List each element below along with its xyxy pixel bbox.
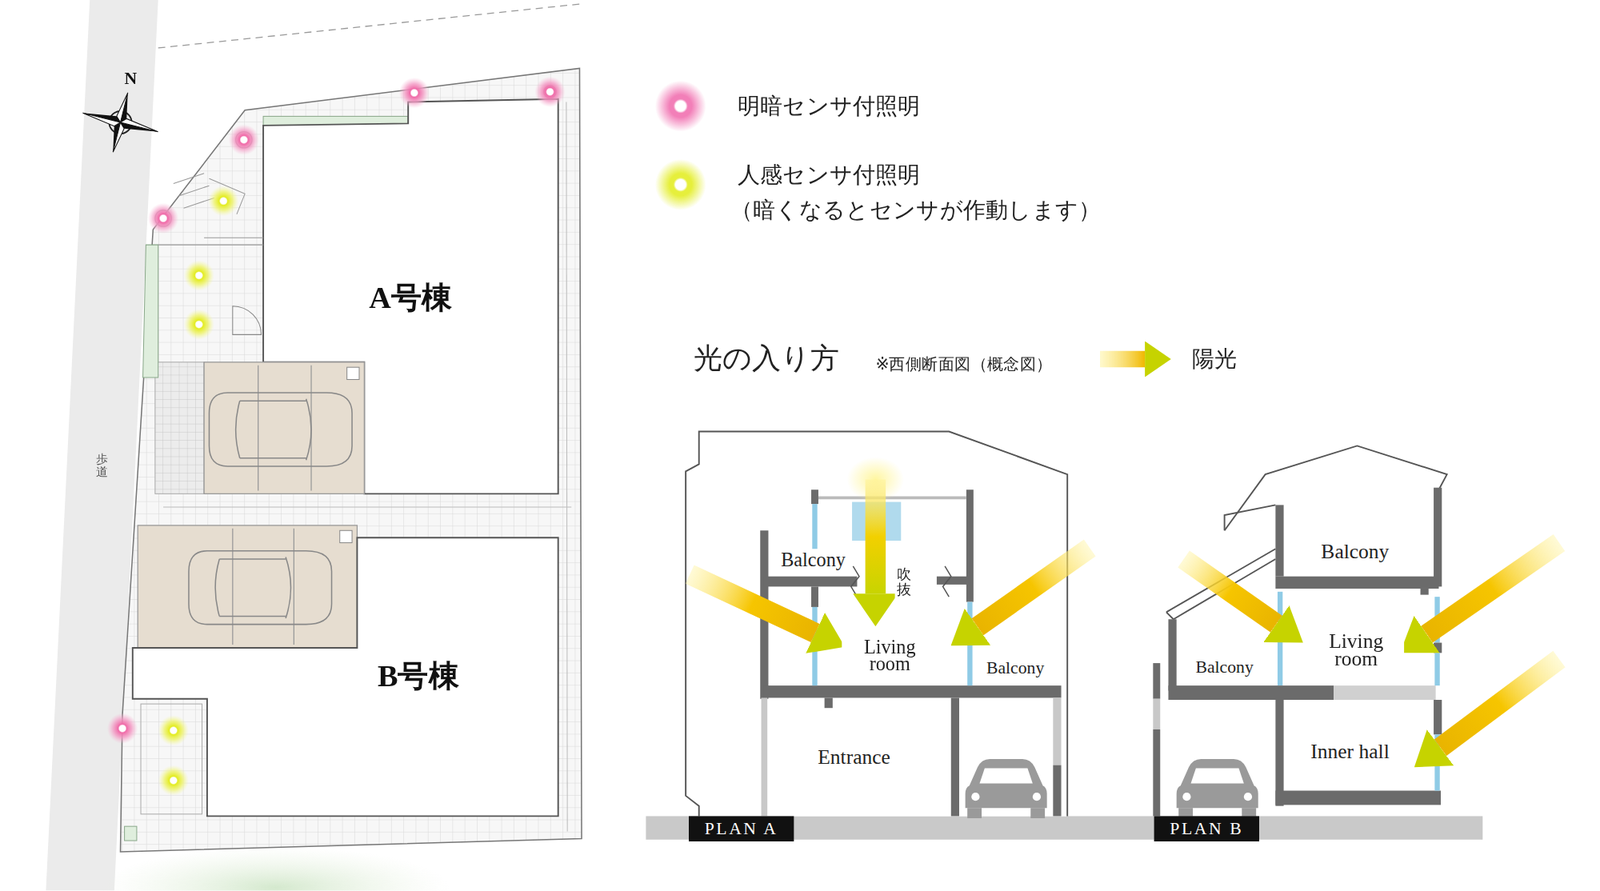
section-note: ※西側断面図（概念図）: [875, 354, 1052, 376]
room-label: Living room: [1308, 632, 1404, 668]
room-label: Entrance: [816, 745, 893, 769]
building-b: B号棟: [278, 537, 558, 816]
room-label: Balcony: [984, 658, 1046, 680]
room-label: Balcony: [779, 548, 848, 572]
plan-name: PLAN B: [1169, 819, 1244, 840]
legend-swatch: [655, 80, 707, 132]
room-label: Balcony: [1193, 656, 1256, 678]
legend-text: 明暗センサ付照明: [737, 91, 920, 122]
compass-north: N: [124, 68, 137, 89]
void-label: 吹抜: [895, 567, 914, 599]
compass: [75, 83, 166, 162]
building-name: A号棟: [368, 276, 452, 319]
section-heading: 光の入り方: [693, 340, 839, 379]
building-a: A号棟: [263, 102, 559, 495]
plan-tag: PLAN A: [688, 816, 794, 842]
car-icon: [1176, 759, 1259, 819]
road-label: 歩道: [96, 452, 108, 480]
building-name: B号棟: [377, 656, 460, 698]
legend-note: （暗くなるとセンサが作動します）: [730, 195, 1101, 226]
section-a: [645, 432, 1483, 840]
plan-tag: PLAN B: [1154, 816, 1260, 842]
section-b: [1152, 445, 1447, 819]
legend-arrow: [1100, 358, 1145, 360]
plan-name: PLAN A: [704, 819, 779, 840]
room-label: Living room: [841, 640, 938, 673]
site-plan: [45, 0, 582, 891]
legend-text: 陽光: [1192, 344, 1237, 375]
room-label: Inner hall: [1308, 740, 1392, 764]
legend-text: 人感センサ付照明: [737, 160, 920, 191]
car-icon: [965, 759, 1048, 819]
sensor-lights: [107, 76, 566, 796]
room-label: Balcony: [1319, 540, 1392, 564]
sunlight-arrows: [689, 479, 1560, 748]
legend-swatch: [655, 159, 707, 211]
